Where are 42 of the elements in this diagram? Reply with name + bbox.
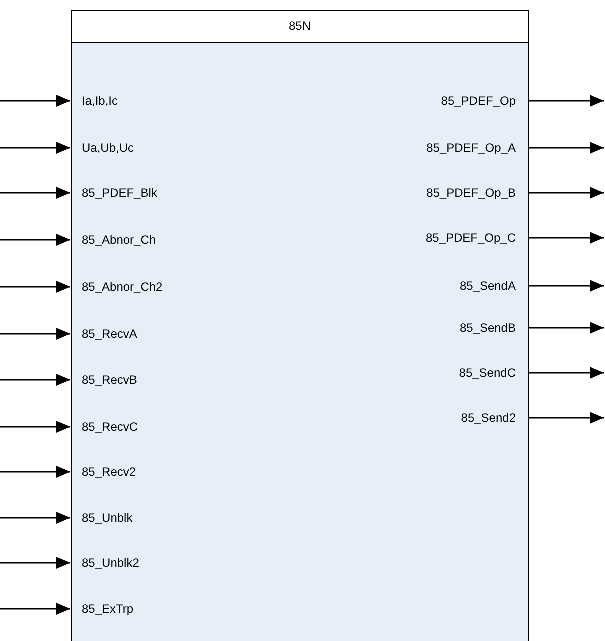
arrow: [0, 421, 70, 433]
output-signal-label: 85_SendB: [460, 320, 528, 336]
output-signal-label: 85_PDEF_Op_A: [426, 140, 528, 156]
input-signal-label: 85_RecvA: [72, 326, 138, 342]
input-signal-label: 85_Recv2: [72, 464, 136, 480]
output-signal-label: 85_PDEF_Op_B: [426, 184, 528, 200]
function-block: [71, 10, 529, 641]
arrow: [530, 322, 604, 334]
arrow: [0, 187, 70, 199]
arrow: [0, 95, 70, 107]
input-signal-label: 85_Abnor_Ch: [72, 232, 156, 248]
arrow: [0, 142, 70, 154]
input-signal-label: 85_RecvC: [72, 418, 138, 434]
input-signal-label: 85_Unblk2: [72, 554, 140, 570]
output-signal-label: 85_PDEF_Op_C: [426, 230, 528, 246]
arrow: [0, 281, 70, 293]
arrow: [0, 374, 70, 386]
input-signal-label: 85_Unblk: [72, 510, 133, 526]
output-signal-label: 85_SendC: [459, 364, 528, 380]
input-signal-label: Ua,Ub,Uc: [72, 140, 134, 156]
arrow: [530, 280, 604, 292]
arrow: [530, 232, 604, 244]
output-signal-label: 85_Send2: [461, 410, 528, 426]
arrow: [530, 142, 604, 154]
arrow: [530, 187, 604, 199]
arrow: [0, 328, 70, 340]
arrow: [0, 603, 70, 615]
arrow: [0, 557, 70, 569]
arrow: [530, 412, 604, 424]
output-signal-label: 85_PDEF_Op: [441, 92, 528, 108]
input-signal-label: 85_ExTrp: [72, 600, 134, 616]
arrow: [0, 234, 70, 246]
input-signal-label: Ia,Ib,Ic: [72, 92, 118, 108]
arrow: [530, 367, 604, 379]
input-signal-label: 85_Abnor_Ch2: [72, 278, 163, 294]
input-signal-label: 85_PDEF_Blk: [72, 184, 158, 200]
arrow: [530, 95, 604, 107]
block-title: 85N: [289, 19, 311, 33]
input-signal-label: 85_RecvB: [72, 372, 138, 388]
output-signal-label: 85_SendA: [460, 278, 528, 294]
arrow: [0, 466, 70, 478]
arrow: [0, 512, 70, 524]
